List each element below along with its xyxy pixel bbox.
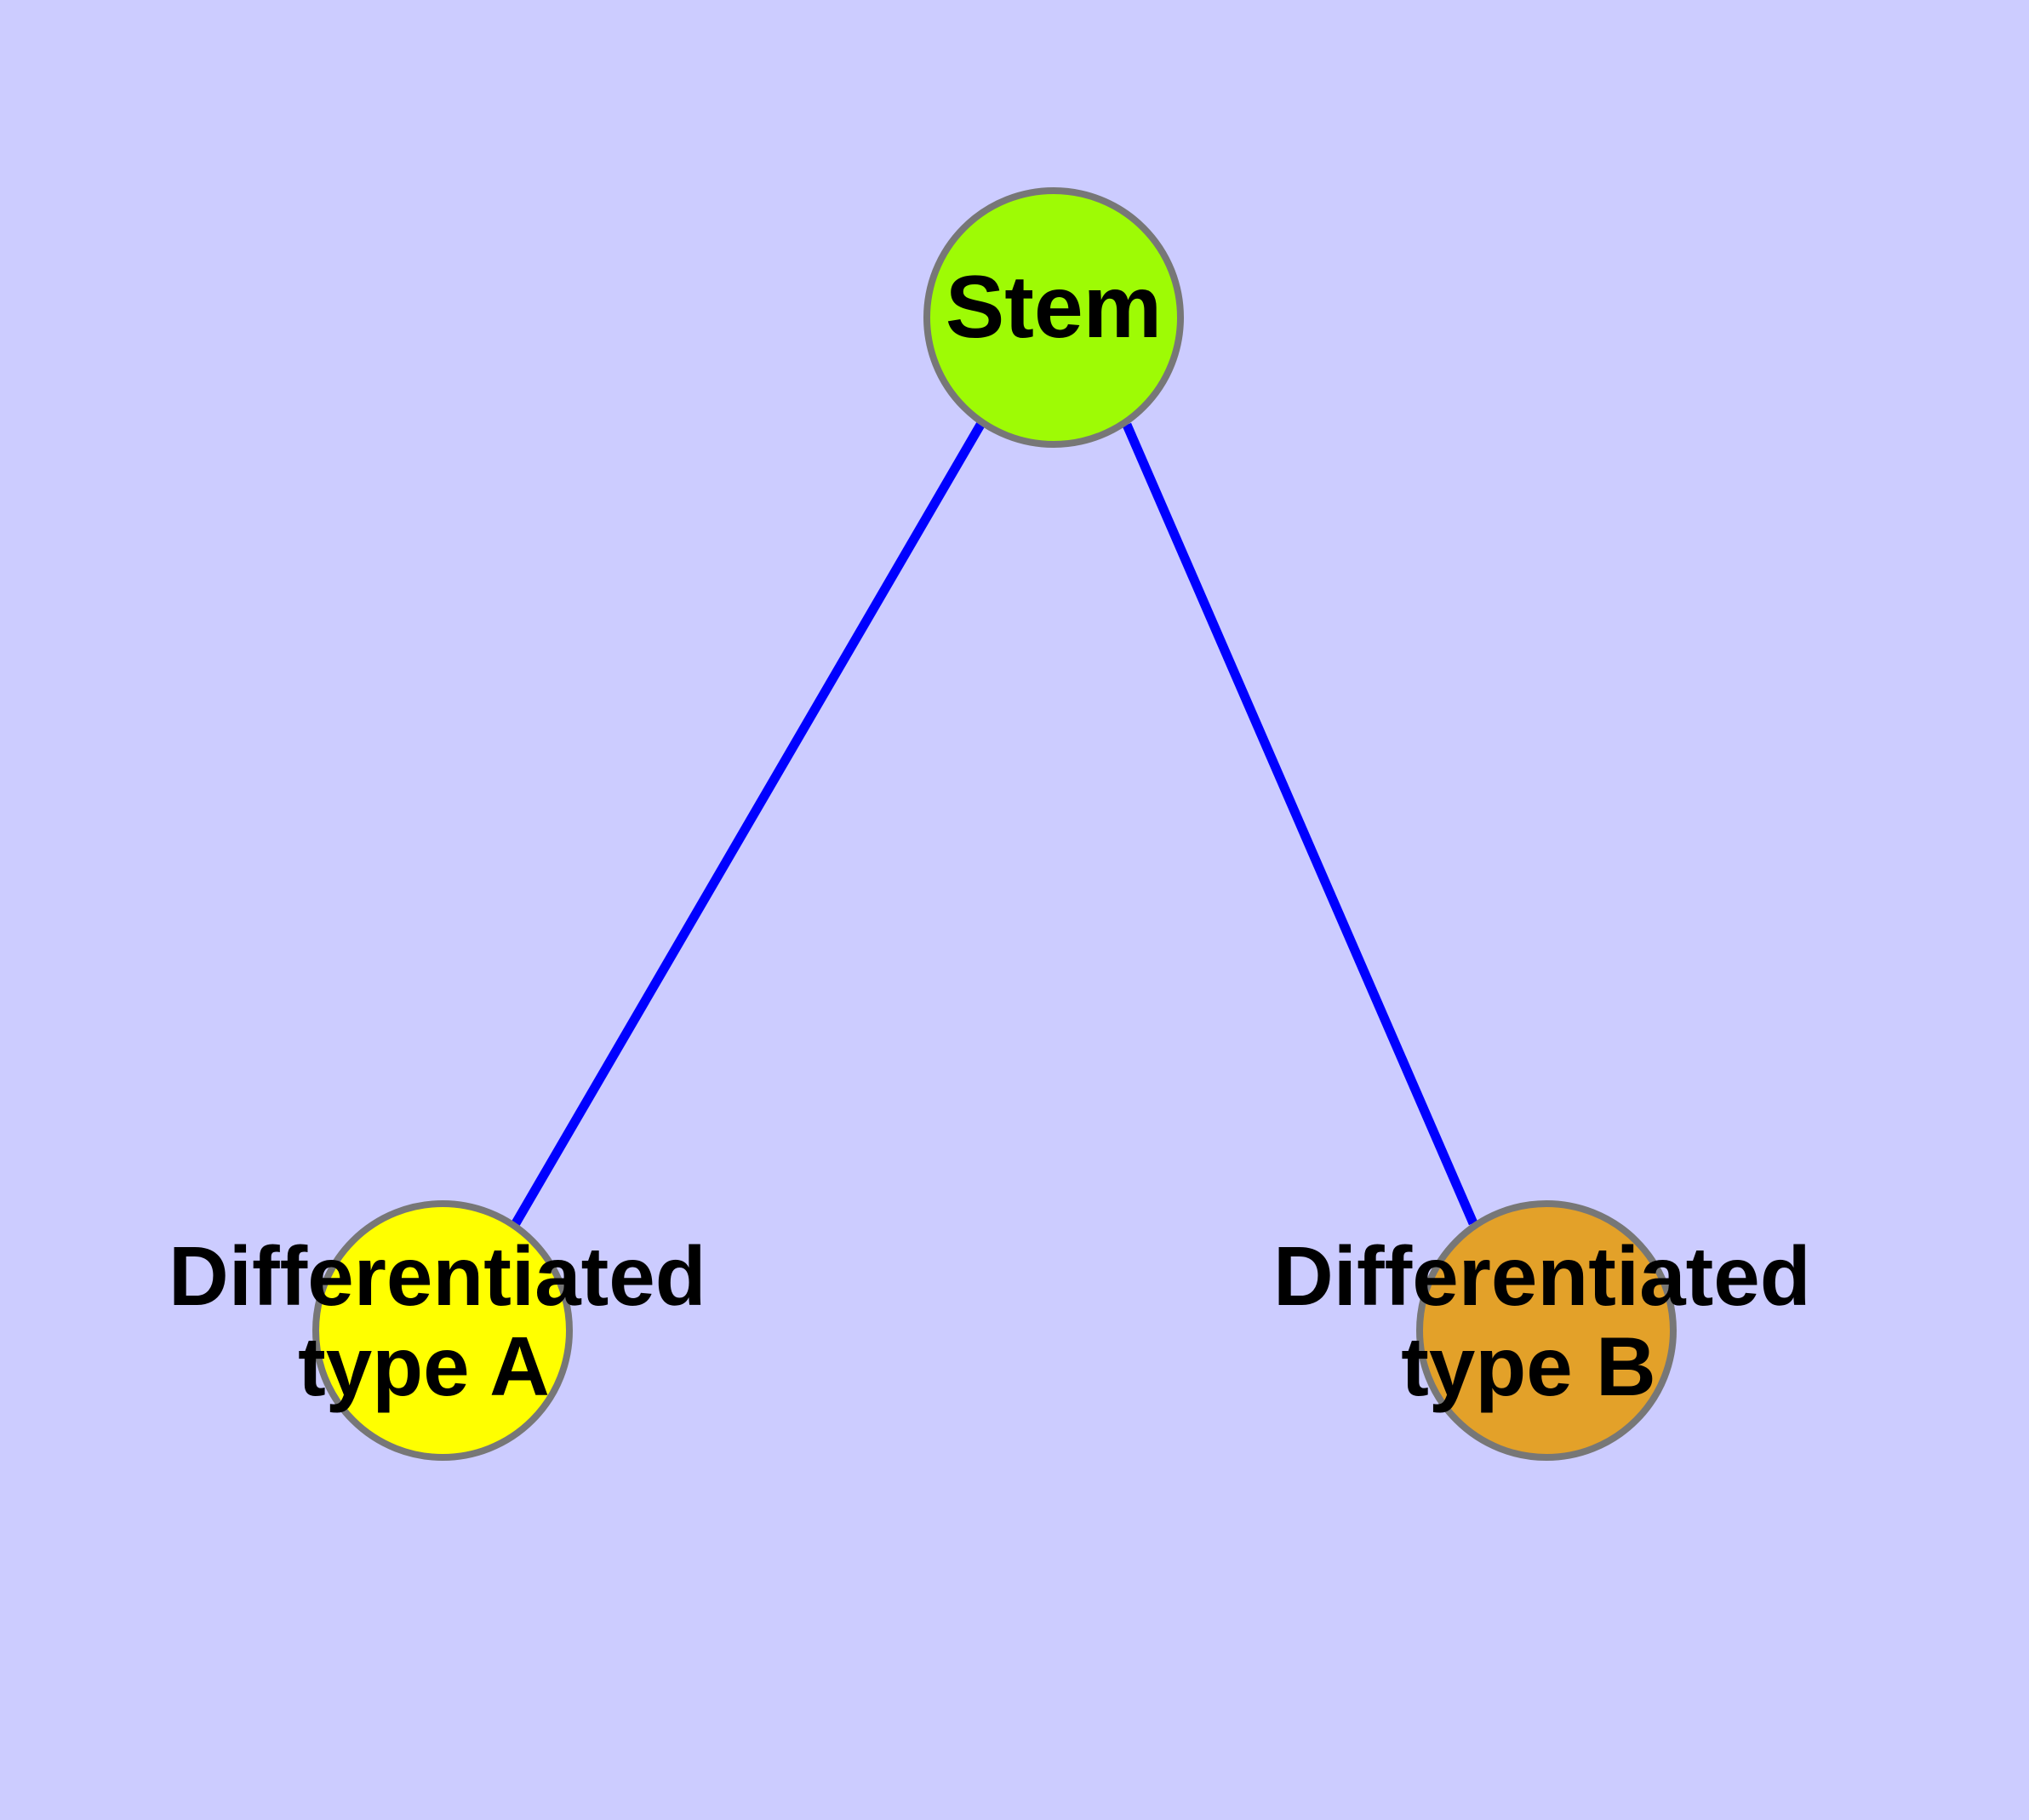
edge-stem-to-differentiated-type-b — [1122, 422, 1478, 1226]
node-stem[interactable] — [923, 187, 1184, 448]
edge-stem-to-differentiated-type-a — [512, 422, 985, 1226]
node-differentiated-type-a[interactable] — [312, 1200, 573, 1461]
node-differentiated-type-b[interactable] — [1416, 1200, 1677, 1461]
